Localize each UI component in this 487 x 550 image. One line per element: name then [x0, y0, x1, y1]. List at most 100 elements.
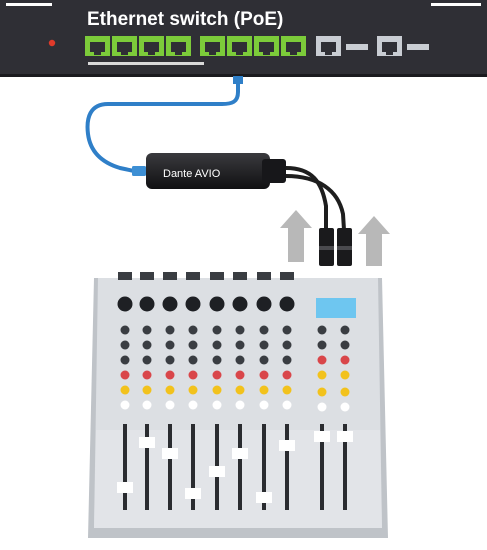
switch-trim-right — [431, 3, 481, 6]
gain-knob — [185, 296, 201, 312]
channel-knob — [165, 370, 175, 380]
channel-knob — [165, 355, 175, 365]
uplink-port — [377, 36, 402, 56]
channel-knob — [188, 355, 198, 365]
channel-strip — [256, 296, 272, 510]
adapter-body — [146, 153, 270, 189]
port-socket — [117, 42, 132, 52]
port-latch — [290, 52, 297, 55]
stereo-knob — [340, 387, 350, 397]
mixer-display — [316, 298, 356, 318]
fader-cap — [139, 437, 155, 448]
fader-track — [145, 424, 149, 510]
port-socket — [171, 42, 186, 52]
channel-knob — [282, 325, 292, 335]
mixer-back-jacks — [118, 272, 294, 280]
channel-knob — [120, 400, 130, 410]
port-latch — [175, 52, 182, 55]
channel-knob — [142, 400, 152, 410]
channel-knob — [212, 370, 222, 380]
audio-mixer — [88, 272, 388, 538]
channel-knob — [212, 385, 222, 395]
fader-cap — [162, 448, 178, 459]
ethernet-port — [254, 36, 279, 56]
stereo-knob — [340, 355, 350, 365]
stereo-knob — [317, 387, 327, 397]
port-latch — [121, 52, 128, 55]
ethernet-port — [200, 36, 225, 56]
stereo-fader-track — [320, 424, 324, 510]
ethernet-plug — [132, 166, 146, 176]
dante-avio-adapter: Dante AVIO — [146, 153, 352, 266]
channel-knob — [188, 370, 198, 380]
channel-knob — [212, 400, 222, 410]
fader-track — [285, 424, 289, 510]
port-latch — [209, 52, 216, 55]
channel-knob — [120, 355, 130, 365]
input-jack — [140, 272, 154, 280]
switch-trim-left — [6, 3, 52, 6]
adapter-sleeve — [262, 159, 286, 183]
channel-knob — [235, 355, 245, 365]
arrow-up-left — [280, 210, 312, 262]
xlr-band-left — [319, 246, 334, 250]
switch-bottom-edge — [0, 74, 487, 77]
channel-strip — [117, 296, 133, 510]
stereo-knob — [340, 325, 350, 335]
input-jack — [186, 272, 200, 280]
stereo-knob — [340, 370, 350, 380]
channel-knob — [142, 325, 152, 335]
channel-knob — [120, 370, 130, 380]
power-led — [48, 39, 56, 47]
channel-knob — [259, 325, 269, 335]
sfp-slot — [346, 44, 368, 50]
uplink-latch — [325, 52, 332, 55]
switch-indicator-strip — [88, 62, 204, 65]
audio-cable-right — [285, 174, 346, 231]
ethernet-plug-top — [233, 76, 243, 84]
gain-knob — [232, 296, 248, 312]
channel-strip — [279, 296, 295, 510]
gain-knob — [209, 296, 225, 312]
stereo-knob — [317, 355, 327, 365]
port-socket — [205, 42, 220, 52]
channel-knob — [165, 340, 175, 350]
gain-knob — [162, 296, 178, 312]
channel-knob — [282, 355, 292, 365]
channel-knob — [235, 325, 245, 335]
port-latch — [148, 52, 155, 55]
channel-knob — [165, 385, 175, 395]
channel-knob — [188, 385, 198, 395]
uplink-socket — [321, 42, 336, 52]
fader-cap — [256, 492, 272, 503]
stereo-fader-cap — [314, 431, 330, 442]
channel-strip — [209, 296, 225, 510]
ethernet-cable — [85, 76, 243, 176]
fader-track — [262, 424, 266, 510]
fader-track — [191, 424, 195, 510]
stereo-knob — [340, 402, 350, 412]
switch-title: Ethernet switch (PoE) — [87, 9, 283, 30]
fader-cap — [185, 488, 201, 499]
channel-knob — [188, 325, 198, 335]
channel-knob — [259, 385, 269, 395]
stereo-knob — [317, 370, 327, 380]
port-socket — [144, 42, 159, 52]
xlr-band-right — [337, 246, 352, 250]
fader-track — [123, 424, 127, 510]
channel-knob — [165, 325, 175, 335]
input-jack — [280, 272, 294, 280]
channel-strip — [139, 296, 155, 510]
channel-strip — [162, 296, 178, 510]
channel-knob — [212, 325, 222, 335]
channel-knob — [282, 370, 292, 380]
fader-cap — [279, 440, 295, 451]
channel-knob — [120, 325, 130, 335]
arrow-up-right — [358, 216, 390, 266]
port-latch — [263, 52, 270, 55]
channel-strip — [232, 296, 248, 510]
stereo-knob — [317, 402, 327, 412]
gain-knob — [117, 296, 133, 312]
fader-track — [168, 424, 172, 510]
